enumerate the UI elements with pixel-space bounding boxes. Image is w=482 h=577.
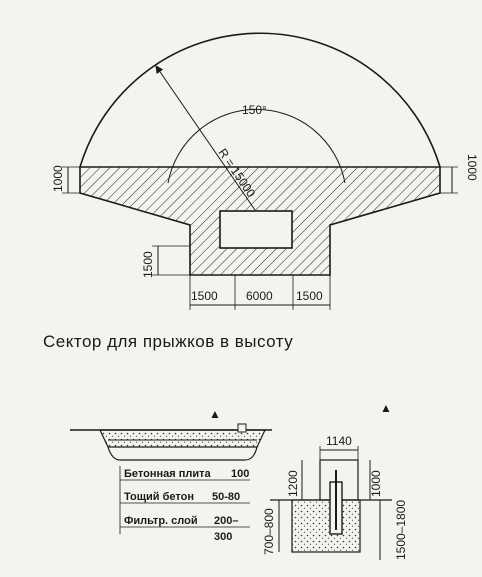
width-right-label: 1500 (296, 289, 323, 303)
post-footing (291, 499, 361, 553)
layer-3-name: Фильтр. слой (124, 515, 198, 527)
edge-curb (237, 423, 247, 433)
section-marker-left: ▲ (209, 407, 221, 421)
landing-pit (219, 210, 293, 249)
layer-3-value: 200– (214, 515, 238, 527)
section-marker-right: ▲ (380, 401, 392, 415)
post-height-label: 1200 (286, 470, 300, 497)
layer-2-name: Тощий бетон (124, 491, 194, 503)
angle-label: 150° (242, 103, 267, 117)
edge-left-label: 1000 (51, 165, 65, 192)
footing-left-label: 700–800 (262, 508, 276, 555)
width-middle-label: 6000 (246, 289, 273, 303)
radius-line (155, 65, 256, 211)
cross-section: ▲ ▲ Бетонная плита 100 Тощий бетон 50-80… (70, 401, 408, 560)
layer-2-value: 50-80 (212, 491, 240, 503)
post-right-label: 1000 (369, 470, 383, 497)
footing-right-label: 1500–1800 (394, 500, 408, 560)
edge-right-label: 1000 (465, 154, 479, 181)
sector-plan: R = 15000 150° 1000 1000 1500 1500 6000 … (51, 32, 479, 310)
post-width-label: 1140 (326, 434, 352, 448)
concrete-slab (99, 429, 266, 448)
layer-1-name: Бетонная плита (124, 468, 212, 480)
angle-arc (167, 108, 346, 184)
drawing-caption: Сектор для прыжков в высоту (43, 332, 294, 351)
layer-1-value: 100 (231, 468, 249, 480)
layer-3-value-2: 300 (214, 531, 232, 543)
width-left-label: 1500 (191, 289, 218, 303)
pit-depth-label: 1500 (141, 251, 155, 278)
filter-layer (107, 446, 258, 461)
sector-arc (79, 32, 441, 168)
